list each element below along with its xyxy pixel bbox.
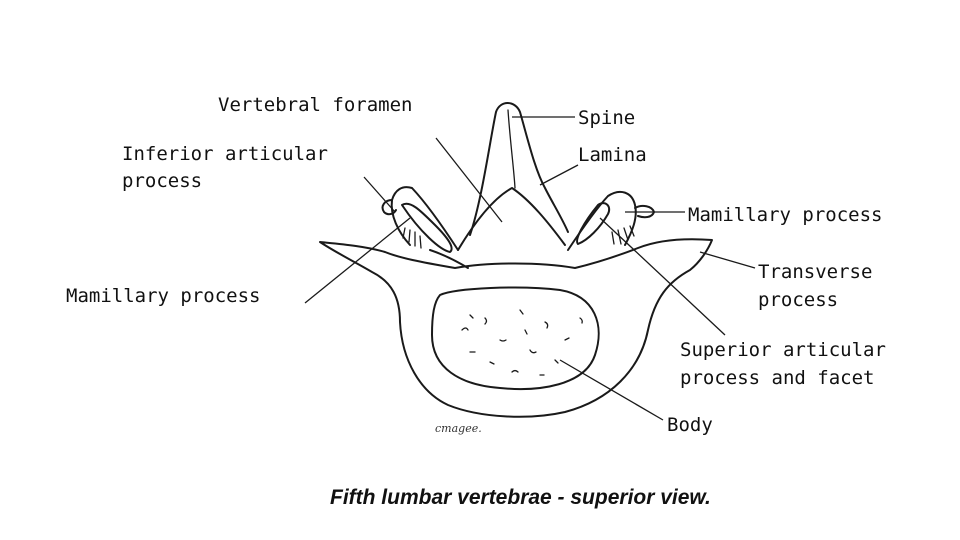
label-superior-articular-line2: process and facet	[680, 367, 874, 389]
label-inferior-articular-line1: Inferior articular	[122, 143, 328, 165]
label-body: Body	[667, 414, 713, 436]
articular-facet-right	[577, 203, 609, 244]
vertebral-body	[432, 288, 599, 390]
figure-caption: Fifth lumbar vertebrae - superior view.	[330, 486, 711, 509]
label-lamina: Lamina	[578, 144, 647, 166]
leader-vertebral-foramen	[436, 138, 502, 222]
leader-lamina	[540, 165, 578, 185]
label-mamillary-process-right: Mamillary process	[688, 204, 882, 226]
label-transverse-line2: process	[758, 289, 838, 311]
mamillary-nub-left	[383, 200, 396, 214]
label-inferior-articular-line2: process	[122, 170, 202, 192]
body-porous-texture	[462, 310, 582, 375]
leader-inferior-articular	[364, 177, 395, 212]
spinous-process	[470, 103, 568, 235]
vertebra-outline	[320, 239, 712, 416]
leader-superior-articular	[600, 218, 725, 335]
spine-ridge	[508, 110, 515, 188]
artist-signature: cmagee.	[435, 422, 482, 435]
label-superior-articular-line1: Superior articular	[680, 339, 886, 361]
label-spine: Spine	[578, 107, 635, 129]
vertebra-drawing	[320, 103, 712, 417]
leader-mamillary-left	[305, 218, 410, 303]
label-transverse-line1: Transverse	[758, 261, 872, 283]
leader-transverse	[700, 252, 755, 268]
facet-hatching-left	[403, 228, 421, 248]
label-mamillary-process-left: Mamillary process	[66, 285, 260, 307]
leader-body	[560, 360, 663, 420]
label-vertebral-foramen: Vertebral foramen	[218, 94, 412, 116]
